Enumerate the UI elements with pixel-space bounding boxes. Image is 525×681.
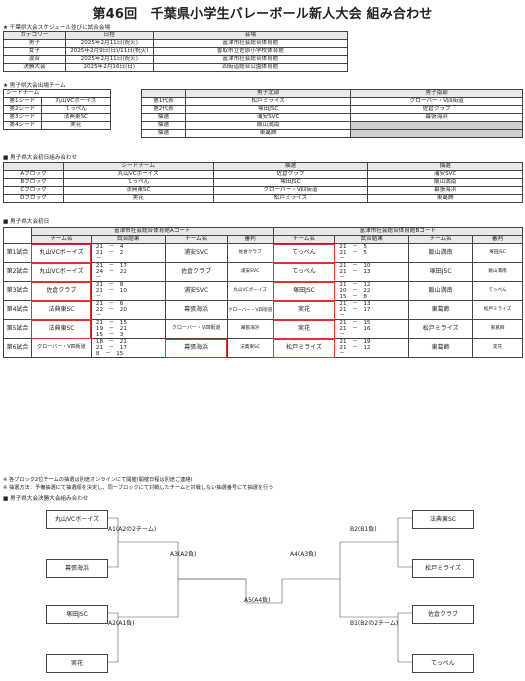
page-title: 第46回 千葉県小学生バレーボール新人大会 組み合わせ xyxy=(92,7,433,22)
bracket-team-box: 松戸ミライズ xyxy=(412,559,474,578)
set-score: 24 － 22 xyxy=(95,269,127,275)
referee-cell: 実花 xyxy=(472,338,523,358)
set-score: 18 － 21 xyxy=(95,339,127,346)
set-score: 21 － 16 xyxy=(339,326,371,332)
bracket-team-box: 法典東SC xyxy=(412,510,474,529)
blocks-table: シードチーム抽選抽選 Aブロック丸山VCボーイズ佐倉クラブ浦安SVC Bブロック… xyxy=(3,162,523,203)
bracket-label-a4: A4(A3負) xyxy=(290,551,317,558)
set-score: 21 － 12 xyxy=(339,282,371,289)
set-score: 20 － 22 xyxy=(339,288,371,294)
table-row: 抽選東葛飾 xyxy=(141,129,523,138)
set-score: 21 － 15 xyxy=(95,320,127,327)
set-score: 21 － 17 xyxy=(95,345,127,351)
set-score: 21 － 17 xyxy=(339,307,371,313)
set-score: 21 － 15 xyxy=(339,320,371,327)
winner-team-cell: てっぺん xyxy=(272,243,336,263)
note: ※ 各ブロック2位チームの抽選は別途オンラインにて開催(開催日程は別途ご連絡) xyxy=(3,477,193,483)
seed-table: シードチーム 第1シード丸山VCボーイズ 第2シードてっぺん 第3シード法典東S… xyxy=(3,89,112,130)
block-label: Dブロック xyxy=(3,194,64,203)
set-score: 21 － 12 xyxy=(339,345,371,351)
block-draw: 松戸ミライズ xyxy=(212,194,369,203)
set-score: 8 － 15 xyxy=(95,351,124,357)
day1-heading: ■ 男子県大会初日 xyxy=(3,219,50,225)
bracket-label-a5: A5(A4負) xyxy=(244,597,271,604)
table-row: Dブロック実花松戸ミライズ東葛飾 xyxy=(3,194,523,203)
seed-team: 実花 xyxy=(40,121,112,130)
blocks-heading: ■ 男子県大会初日組み合わせ xyxy=(3,155,78,161)
set-score: 15 － 3 xyxy=(95,332,124,338)
schedule-cell: 四街道総合公園体育館 xyxy=(152,63,349,72)
set-score: － xyxy=(95,313,102,319)
bracket-label-a3: A3(A2負) xyxy=(170,551,197,558)
bracket-team-box: 実花 xyxy=(46,654,108,673)
bracket-label-b2: B2(B1負) xyxy=(350,526,377,533)
set-score: － xyxy=(339,275,346,281)
set-score: 21 － 13 xyxy=(339,269,371,275)
set-score: 15 － 8 xyxy=(339,294,367,300)
bracket-label-b1: B1(B2の2チーム) xyxy=(350,620,399,627)
set-score: 21 － 10 xyxy=(339,263,371,270)
set-score: 21 － 5 xyxy=(339,250,367,256)
set-score: － xyxy=(339,313,346,319)
block-draw: 東葛飾 xyxy=(367,194,523,203)
bracket-team-box: てっぺん xyxy=(412,654,474,673)
set-score: － xyxy=(95,294,102,300)
set-score: 21 － 2 xyxy=(95,250,124,256)
bracket-team-box: 丸山VCボーイズ xyxy=(46,510,108,529)
set-score: 21 － 6 xyxy=(95,301,124,308)
set-score: 21 － 19 xyxy=(339,339,371,346)
set-score: 19 － 21 xyxy=(95,326,127,332)
final-heading: ■ 男子県大会決勝大会組み合わせ xyxy=(3,496,89,502)
team-cell: クローバー・V四街道 xyxy=(30,338,92,358)
entrants-heading: ★ 男子県大会出場チーム xyxy=(3,83,66,89)
referee-cell: 法典東SC xyxy=(226,338,274,358)
set-score: 21 － 5 xyxy=(339,244,367,251)
set-score: 21 － 8 xyxy=(95,282,124,289)
set-score: － xyxy=(339,351,346,357)
set-score: － xyxy=(339,256,346,262)
winner-team-cell: 松戸ミライズ xyxy=(272,338,336,358)
corner-cell xyxy=(3,227,32,244)
bracket-team-box: 塚田JSC xyxy=(46,605,108,624)
match-header-row: チーム名 試合結果 チーム名 審判 チーム名 試合結果 チーム名 審判 xyxy=(4,235,523,244)
set-score: 21 － 10 xyxy=(95,288,127,294)
bracket-label-a2: A2(A1負) xyxy=(108,620,135,627)
set-score: － xyxy=(95,256,102,262)
region-empty xyxy=(350,129,523,138)
set-score: － xyxy=(95,275,102,281)
match-table: 富津市社会総合体育館Aコート 富津市社会総合体育館Bコート チーム名 試合結果 … xyxy=(3,227,524,358)
set-score: 21 － 17 xyxy=(95,263,127,270)
note: ※ 抽選方法：予備抽選にて抽選順を決定し、同一ブロックにて対戦したチームと対戦し… xyxy=(3,485,274,491)
set-score: 21 － 4 xyxy=(95,244,124,251)
set-score: 22 － 20 xyxy=(95,307,127,313)
winner-team-cell: 幕張海浜 xyxy=(164,338,228,358)
bracket-team-box: 幕張海浜 xyxy=(46,559,108,578)
set-score: 21 － 13 xyxy=(339,301,371,308)
bracket-label-a1: A1(A2の2チーム) xyxy=(108,526,157,533)
bracket-team-box: 佐倉クラブ xyxy=(412,605,474,624)
set-score: － xyxy=(339,332,346,338)
table-row: 第4シード実花 xyxy=(3,121,112,130)
schedule-heading: ★ 千葉県大会スケジュール並びに試合会場 xyxy=(3,25,111,31)
region-label: 抽選 xyxy=(141,129,186,138)
